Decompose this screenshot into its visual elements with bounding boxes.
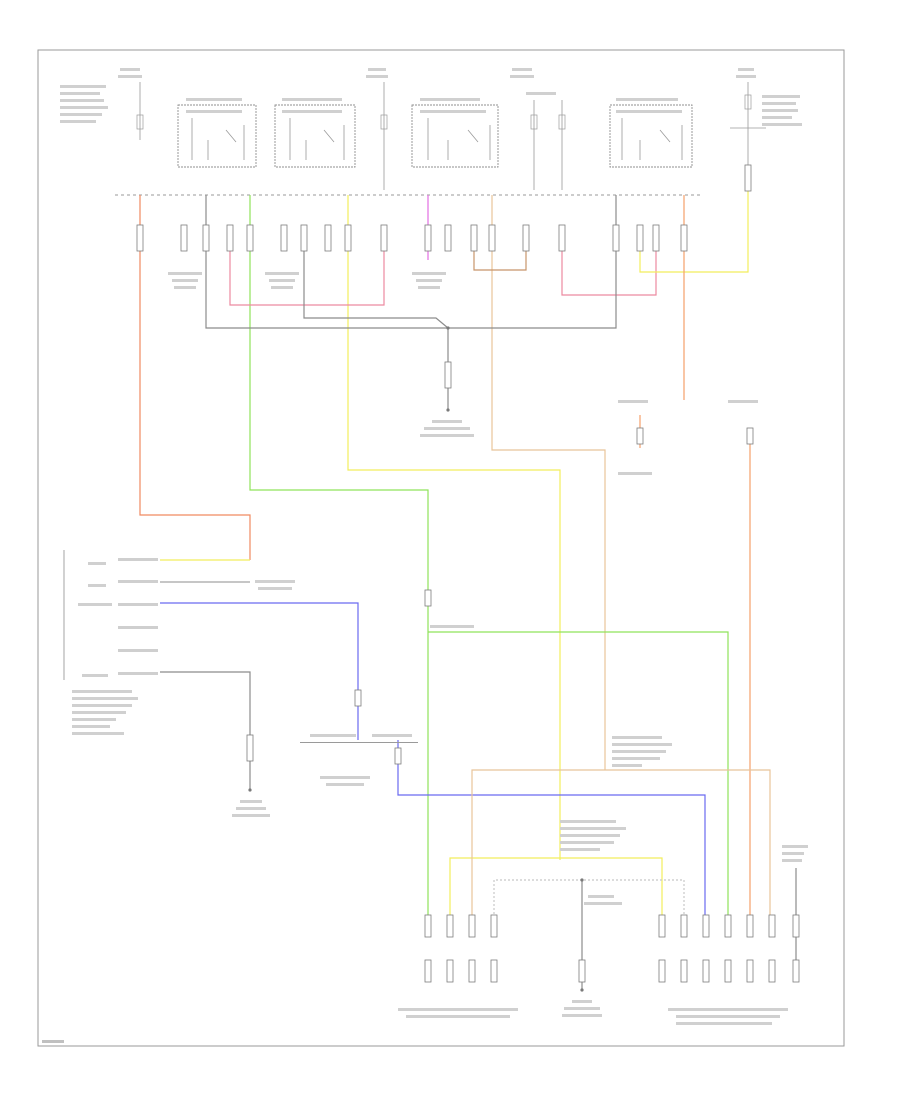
wire-tan-1 [491,195,606,770]
module-pins [118,558,158,675]
wire-ground-left [160,671,251,790]
wire-yellow-2 [639,190,749,273]
diagram-frame [37,49,845,1047]
wire-brown-1 [473,240,527,271]
relay-left-turn [274,98,356,168]
fuse-1 [118,68,144,140]
wire-tan-2 [471,769,771,930]
middle-connectors [300,589,808,905]
ground-g1 [420,326,474,437]
trailer-connector-right [658,914,800,1025]
wire-ground-bus [205,195,617,329]
fuse-5 [730,68,802,190]
battery-junction-box-label [60,85,108,123]
relay-battery-charge [609,98,693,168]
relay-right-turn [177,98,257,168]
ground-left [232,734,270,817]
wire-red-2 [561,240,657,296]
wires [139,190,797,990]
top-fuse-relay-area [60,68,802,196]
wire-blue-2 [397,740,706,930]
wire-red-1 [229,240,385,306]
wire-red-orange [139,195,251,560]
wire-ground-2 [303,240,449,329]
fuse-2 [366,68,388,190]
wire-gray-dashed [493,879,685,930]
wire-yellow-1 [347,195,561,860]
ground-bottom-center [562,959,602,1017]
fuse-3-4 [510,68,566,190]
wire-yellow-3 [449,857,663,930]
trailer-connector-left [398,914,518,1018]
trailer-module [63,550,295,735]
diagram-ref-id [42,1040,64,1043]
relay-parking-lamp [411,98,499,168]
wire-green-2 [428,631,729,930]
wire-green-1 [249,195,429,930]
top-connectors [136,164,752,289]
right-middle-components [618,400,758,475]
